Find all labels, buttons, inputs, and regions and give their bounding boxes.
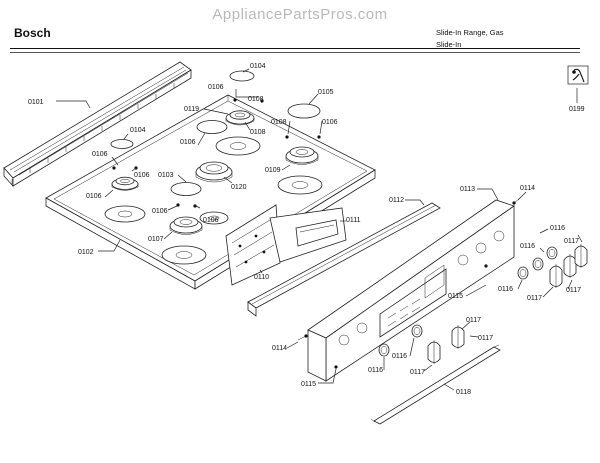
label-0104-left: 0104 <box>130 127 146 134</box>
label-0117-f: 0117 <box>478 335 493 342</box>
knob-bezels-front <box>378 324 423 357</box>
brand-label: Bosch <box>14 26 51 40</box>
label-0117-a: 0117 <box>564 238 579 245</box>
label-0106-d: 0106 <box>86 193 102 200</box>
burner-front-left <box>111 176 139 191</box>
label-0111: 0111 <box>346 217 361 224</box>
hardware-kit-icon <box>567 65 589 85</box>
label-0109: 0109 <box>265 167 281 174</box>
label-0110: 0110 <box>254 274 269 281</box>
label-0119: 0119 <box>184 106 199 113</box>
label-0118: 0118 <box>456 389 471 396</box>
label-0106-c: 0106 <box>134 172 150 179</box>
watermark-text: AppliancePartsPros.com <box>212 6 388 23</box>
leader-lines <box>56 68 583 391</box>
front-bracket <box>225 204 347 286</box>
burner-center-large <box>195 161 233 183</box>
label-0116-d: 0116 <box>368 367 383 374</box>
label-0117-d: 0117 <box>410 369 425 376</box>
label-0117-c: 0117 <box>566 287 581 294</box>
burner-rear-left <box>225 110 255 126</box>
label-0116-a: 0116 <box>550 225 565 232</box>
label-0108-b: 0108 <box>250 129 266 136</box>
control-panel <box>307 199 515 382</box>
burner-caps <box>110 70 321 196</box>
control-knobs-right <box>549 244 588 288</box>
label-0115-left: 0115 <box>301 381 316 388</box>
label-0107: 0107 <box>148 236 164 243</box>
label-0117-e: 0117 <box>466 317 481 324</box>
label-0106-g: 0106 <box>203 217 219 224</box>
label-0120: 0120 <box>231 184 247 191</box>
label-0108-c: 0108 <box>271 119 287 126</box>
label-0106-h: 0106 <box>322 119 338 126</box>
label-0106-a: 0106 <box>208 84 224 91</box>
label-0114-left: 0114 <box>272 345 287 352</box>
label-0106-b: 0106 <box>92 151 108 158</box>
label-0104-top: 0104 <box>250 63 266 70</box>
label-0114-right: 0114 <box>520 185 535 192</box>
knob-bezels-right <box>517 246 558 280</box>
lower-trim-rod <box>370 344 501 425</box>
header-rule <box>10 48 580 49</box>
label-0115-right: 0115 <box>448 293 463 300</box>
label-0106-f: 0106 <box>152 208 168 215</box>
label-0112: 0112 <box>389 197 404 204</box>
label-0106-e: 0106 <box>180 139 196 146</box>
model-subtype: Slide-In <box>436 40 462 49</box>
cooktop-burner-wells <box>104 136 323 265</box>
label-0102: 0102 <box>78 249 94 256</box>
front-support-rail <box>247 202 441 317</box>
part-labels: 0101 0102 0103 0104 0104 0105 0106 0106 … <box>28 63 585 396</box>
burner-front-right <box>169 216 203 235</box>
label-0116-e: 0116 <box>392 353 407 360</box>
label-0113: 0113 <box>460 186 475 193</box>
label-0108-a: 0108 <box>248 96 264 103</box>
rear-vent-trim <box>3 61 192 188</box>
label-0103: 0103 <box>158 172 174 179</box>
label-0116-c: 0116 <box>498 286 513 293</box>
label-0199: 0199 <box>569 106 585 113</box>
control-knobs-front <box>427 325 465 364</box>
model-description: Slide-In Range, Gas <box>436 28 504 37</box>
burner-rear-right <box>285 146 319 165</box>
label-0105: 0105 <box>318 89 334 96</box>
label-0117-b: 0117 <box>527 295 542 302</box>
header-rule-thin <box>10 52 580 53</box>
label-0101: 0101 <box>28 99 44 106</box>
label-0116-b: 0116 <box>520 243 535 250</box>
